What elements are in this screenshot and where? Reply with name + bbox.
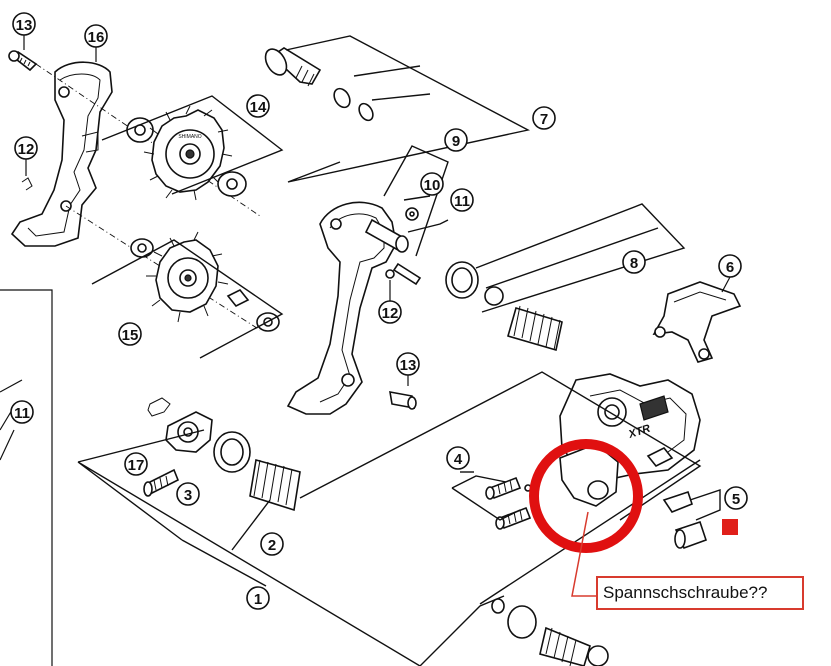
red-annotation xyxy=(529,439,643,597)
part-5-bolt-assembly xyxy=(662,489,738,550)
part-number-callout xyxy=(10,400,34,424)
part-number-15: 15 xyxy=(122,327,139,344)
highlight-circle xyxy=(529,439,643,553)
left-inset-panel: 11 xyxy=(0,289,53,666)
annotation-leader-line xyxy=(571,511,598,597)
part-number-12-left: 12 xyxy=(18,141,35,158)
part-number-2: 2 xyxy=(268,537,276,554)
part-number-8: 8 xyxy=(630,255,638,272)
part-number-11-left: 11 xyxy=(14,405,30,422)
bottom-fixing-bolt-stack xyxy=(419,459,701,666)
part-number-1: 1 xyxy=(254,591,262,608)
part-number-4: 4 xyxy=(454,451,463,468)
part-7-fixing-bolt-stack xyxy=(264,35,531,183)
svg-text:SHIMANO: SHIMANO xyxy=(178,134,201,140)
part-number-10: 10 xyxy=(424,177,441,194)
part-number-12-center: 12 xyxy=(382,305,399,322)
part-number-11: 11 xyxy=(454,193,470,210)
part-number-17: 17 xyxy=(128,457,145,474)
inner-link-body xyxy=(286,145,449,415)
part-number-5: 5 xyxy=(732,491,740,508)
lower-pulley-assembly xyxy=(91,231,284,359)
part-number-13-top: 13 xyxy=(16,17,33,34)
part-4-adjust-screws xyxy=(451,471,532,530)
annotation-label: Spannschschraube?? xyxy=(596,576,804,610)
part-number-9: 9 xyxy=(452,133,460,150)
part-number-3: 3 xyxy=(184,487,192,504)
part-number-13-center: 13 xyxy=(400,357,417,374)
part-number-7: 7 xyxy=(540,111,548,128)
part-6-cable-guide xyxy=(652,281,742,363)
part-8-return-spring xyxy=(445,203,686,352)
part-number-14: 14 xyxy=(250,99,267,116)
b-knuckle-spring-parts xyxy=(77,371,702,666)
upper-pulley-assembly: SHIMANO xyxy=(101,95,284,201)
part-number-6: 6 xyxy=(726,259,734,276)
part-number-16: 16 xyxy=(88,29,105,46)
annotation-text: Spannschschraube?? xyxy=(603,583,768,602)
marker-square xyxy=(722,519,738,535)
derailleur-main-body: XTR xyxy=(559,373,701,507)
part-number-callouts: 13 16 12 14 15 9 10 11 7 8 6 12 13 4 5 1… xyxy=(12,12,748,610)
